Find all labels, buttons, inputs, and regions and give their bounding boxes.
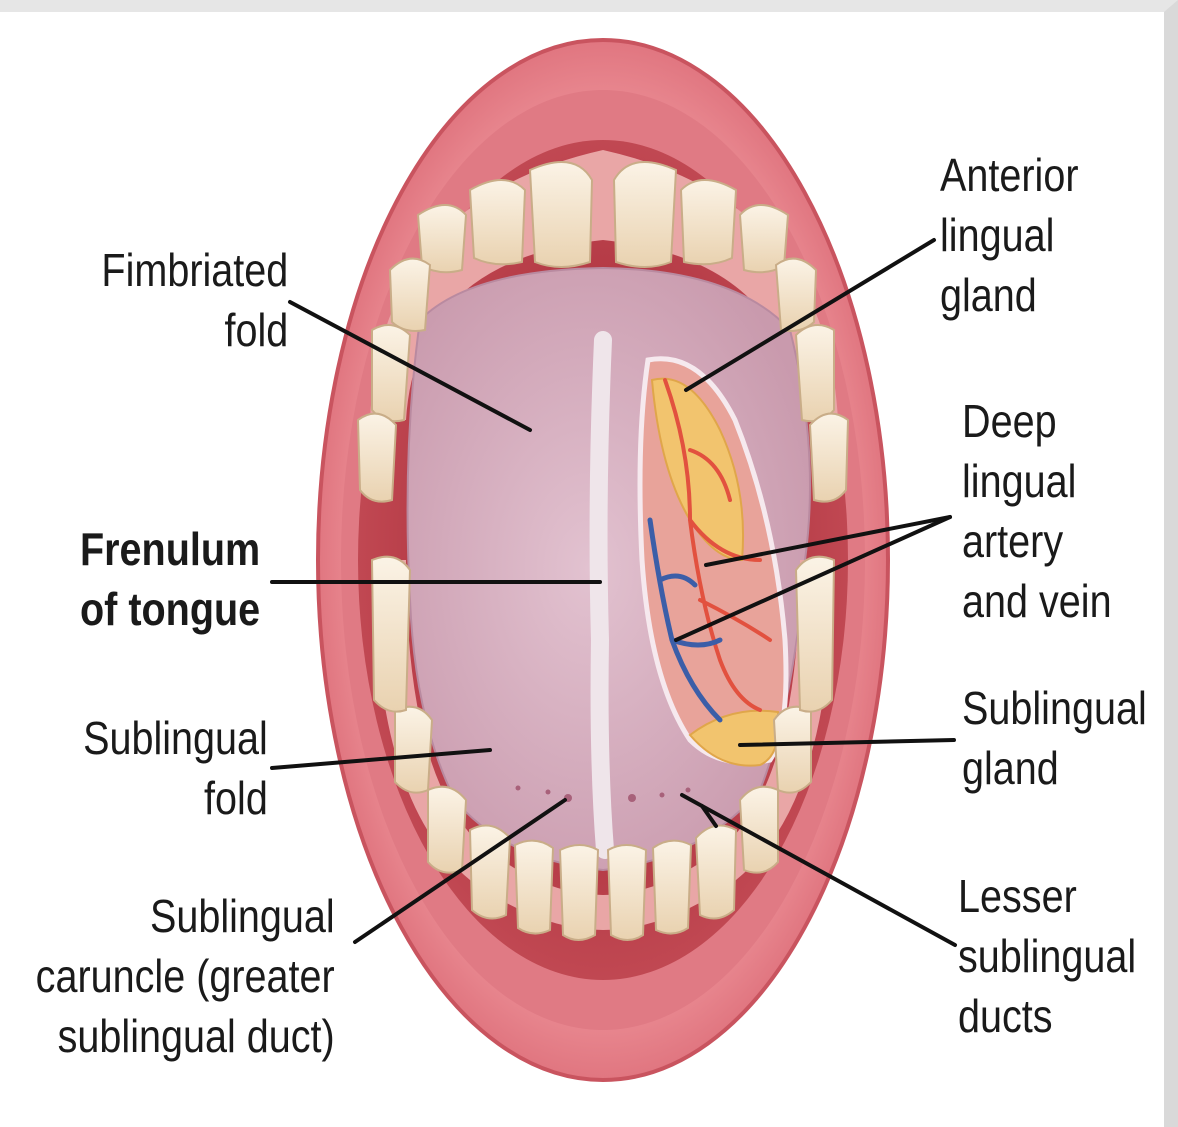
label-line: fold xyxy=(83,768,268,828)
label-fimbriated-fold: Fimbriated fold xyxy=(101,240,288,360)
label-line: Lesser xyxy=(958,866,1136,926)
frenulum xyxy=(599,340,605,850)
label-line: and vein xyxy=(962,571,1112,631)
label-line: Sublingual xyxy=(962,678,1147,738)
label-line: Anterior xyxy=(940,145,1079,205)
label-line: lingual xyxy=(962,451,1112,511)
label-line: Deep xyxy=(962,391,1112,451)
label-anterior-lingual-gland: Anterior lingual gland xyxy=(940,145,1079,325)
label-line: caruncle (greater xyxy=(36,946,335,1006)
label-line: gland xyxy=(962,738,1147,798)
label-line: sublingual duct) xyxy=(36,1006,335,1066)
label-line: of tongue xyxy=(80,579,260,639)
label-line: Sublingual xyxy=(83,708,268,768)
label-line: artery xyxy=(962,511,1112,571)
label-line: gland xyxy=(940,265,1079,325)
label-line: Sublingual xyxy=(36,886,335,946)
label-line: Fimbriated xyxy=(101,240,288,300)
label-line: fold xyxy=(101,300,288,360)
label-line: sublingual xyxy=(958,926,1136,986)
label-deep-lingual-artery-vein: Deep lingual artery and vein xyxy=(962,391,1112,631)
label-line: Frenulum xyxy=(80,519,260,579)
label-sublingual-caruncle: Sublingual caruncle (greater sublingual … xyxy=(36,886,335,1066)
label-line: lingual xyxy=(940,205,1079,265)
label-line: ducts xyxy=(958,986,1136,1046)
label-lesser-sublingual-ducts: Lesser sublingual ducts xyxy=(958,866,1136,1046)
label-frenulum-of-tongue: Frenulum of tongue xyxy=(80,519,260,639)
label-sublingual-gland: Sublingual gland xyxy=(962,678,1147,798)
label-sublingual-fold: Sublingual fold xyxy=(83,708,268,828)
